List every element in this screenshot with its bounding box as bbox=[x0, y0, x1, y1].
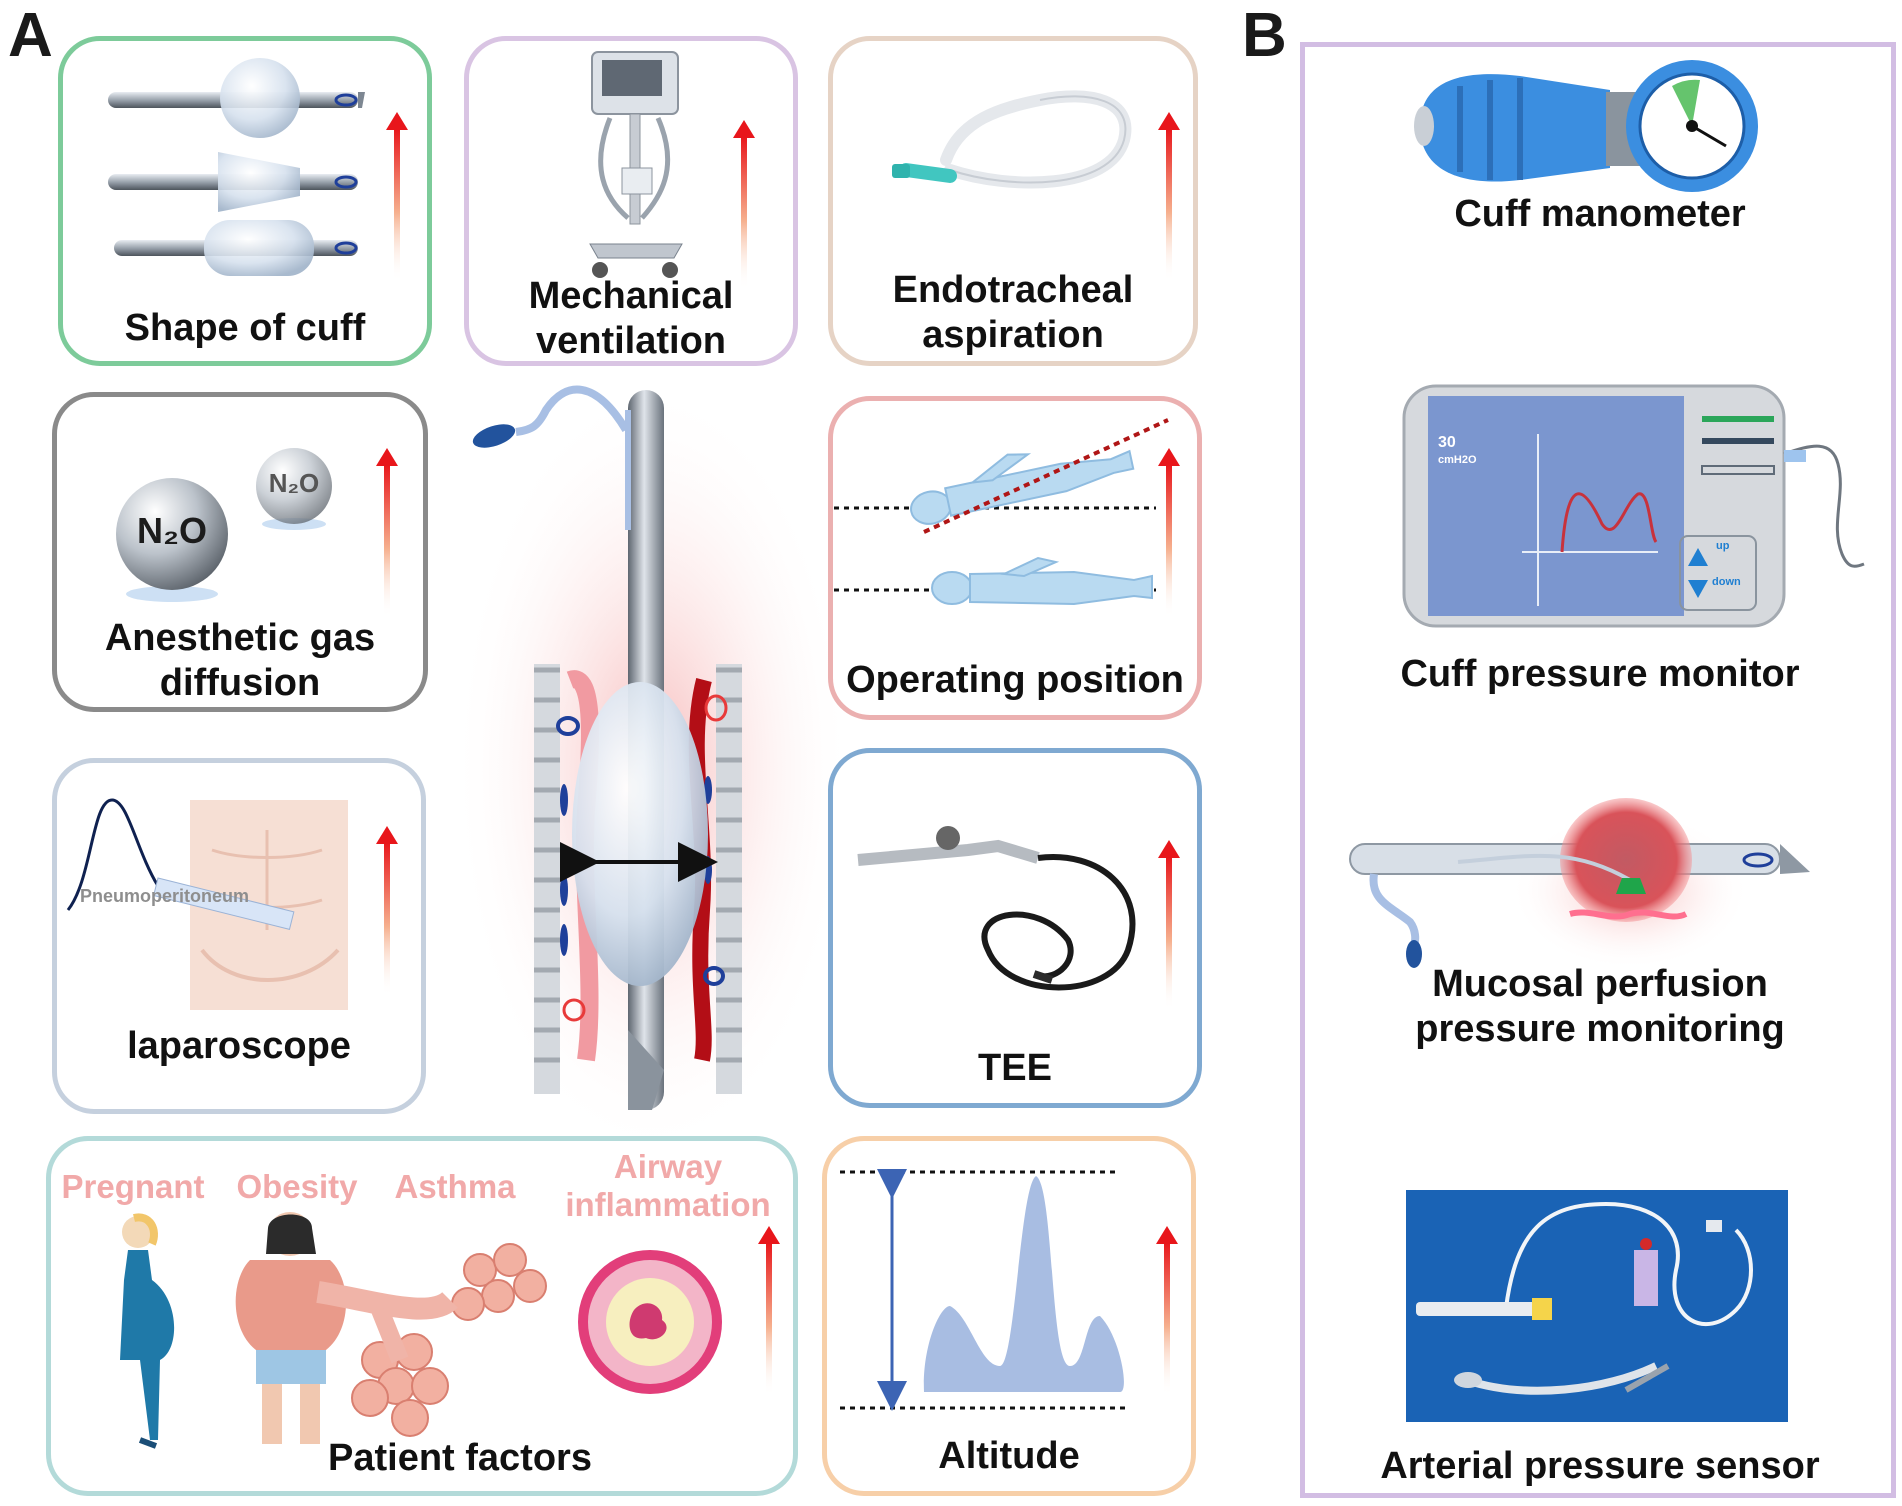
n2o-large-label: N₂O bbox=[137, 510, 207, 551]
pregnant-label: Pregnant bbox=[61, 1168, 205, 1205]
mucosal-line2: pressure monitoring bbox=[1415, 1008, 1785, 1050]
anesthetic-gas-box bbox=[52, 392, 428, 712]
cuff-manometer-label: Cuff manometer bbox=[1454, 193, 1746, 235]
panel-a-letter: A bbox=[8, 1, 53, 70]
anesthetic-gas-line1: Anesthetic gas bbox=[104, 617, 376, 659]
central-tube-illustration bbox=[452, 380, 852, 1160]
monitor-down-button[interactable]: down bbox=[1712, 576, 1741, 588]
arterial-pressure-sensor-photo bbox=[1406, 1190, 1788, 1422]
airway-line2: inflammation bbox=[565, 1186, 771, 1223]
tee-increase-arrow bbox=[1158, 840, 1180, 1010]
laparoscope-increase-arrow bbox=[376, 826, 398, 996]
operating-position-label: Operating position bbox=[846, 659, 1184, 701]
cuff-pressure-monitor-label: Cuff pressure monitor bbox=[1400, 653, 1800, 695]
monitor-screen-value: 30 bbox=[1438, 434, 1456, 451]
body-positions-illustration bbox=[834, 418, 1169, 606]
suction-catheter-illustration bbox=[892, 90, 1132, 189]
mechanical-ventilation-label: Mechanical ventilation bbox=[464, 274, 798, 364]
laparoscope-label: laparoscope bbox=[127, 1025, 351, 1067]
gas-increase-arrow bbox=[376, 448, 398, 618]
altitude-label: Altitude bbox=[938, 1435, 1080, 1477]
shape-of-cuff-label: Shape of cuff bbox=[124, 307, 366, 349]
endotracheal-aspiration-label: Endotracheal aspiration bbox=[828, 268, 1198, 358]
mountain-illustration bbox=[840, 1169, 1130, 1411]
altitude-increase-arrow bbox=[1156, 1226, 1178, 1396]
mucosal-perfusion-illustration bbox=[1349, 798, 1810, 970]
mechanical-ventilation-line2: ventilation bbox=[535, 320, 727, 362]
tee-box bbox=[828, 748, 1202, 1108]
monitor-up-button[interactable]: up bbox=[1716, 540, 1730, 552]
n2o-small-label: N₂O bbox=[268, 468, 320, 498]
endotracheal-aspiration-box bbox=[828, 36, 1198, 366]
airway-inflammation-label: Airway inflammation bbox=[548, 1148, 788, 1224]
position-increase-arrow bbox=[1158, 448, 1180, 618]
abdomen-illustration bbox=[66, 798, 348, 1010]
pneumoperitoneum-label: Pneumoperitoneum bbox=[80, 886, 250, 906]
tee-label: TEE bbox=[978, 1047, 1052, 1089]
panel-b-frame bbox=[1300, 42, 1896, 1498]
trachea-right-wall bbox=[688, 664, 742, 1094]
endotracheal-aspiration-line2: aspiration bbox=[922, 314, 1104, 356]
ventilator-illustration bbox=[589, 51, 683, 278]
patient-figures-illustration bbox=[120, 1212, 722, 1449]
n2o-molecules-illustration bbox=[116, 448, 332, 602]
mucosal-line1: Mucosal perfusion bbox=[1432, 963, 1768, 1005]
cuff-manometer-illustration bbox=[1414, 60, 1758, 192]
patient-factors-label: Patient factors bbox=[328, 1437, 592, 1479]
anesthetic-gas-line2: diffusion bbox=[159, 662, 321, 704]
shape-increase-arrow bbox=[386, 112, 408, 282]
tee-probe-illustration bbox=[857, 826, 1136, 991]
obesity-label: Obesity bbox=[236, 1168, 358, 1205]
endotracheal-aspiration-line1: Endotracheal bbox=[892, 269, 1134, 311]
operating-position-box bbox=[828, 396, 1202, 720]
asthma-label: Asthma bbox=[394, 1168, 516, 1205]
panel-b-letter: B bbox=[1242, 1, 1287, 70]
aspiration-increase-arrow bbox=[1158, 112, 1180, 282]
monitor-screen-unit: cmH2O bbox=[1438, 454, 1477, 466]
anesthetic-gas-label: Anesthetic gas diffusion bbox=[52, 616, 428, 706]
cuff-shapes-illustration bbox=[108, 58, 365, 276]
cuff-pressure-monitor-illustration bbox=[1402, 384, 1865, 628]
mucosal-perfusion-label: Mucosal perfusion pressure monitoring bbox=[1360, 962, 1840, 1052]
mechanical-ventilation-line1: Mechanical bbox=[528, 275, 734, 317]
airway-line1: Airway bbox=[613, 1148, 723, 1185]
ventilation-increase-arrow bbox=[733, 120, 755, 290]
arterial-pressure-sensor-label: Arterial pressure sensor bbox=[1380, 1445, 1820, 1487]
patient-increase-arrow bbox=[758, 1226, 780, 1396]
